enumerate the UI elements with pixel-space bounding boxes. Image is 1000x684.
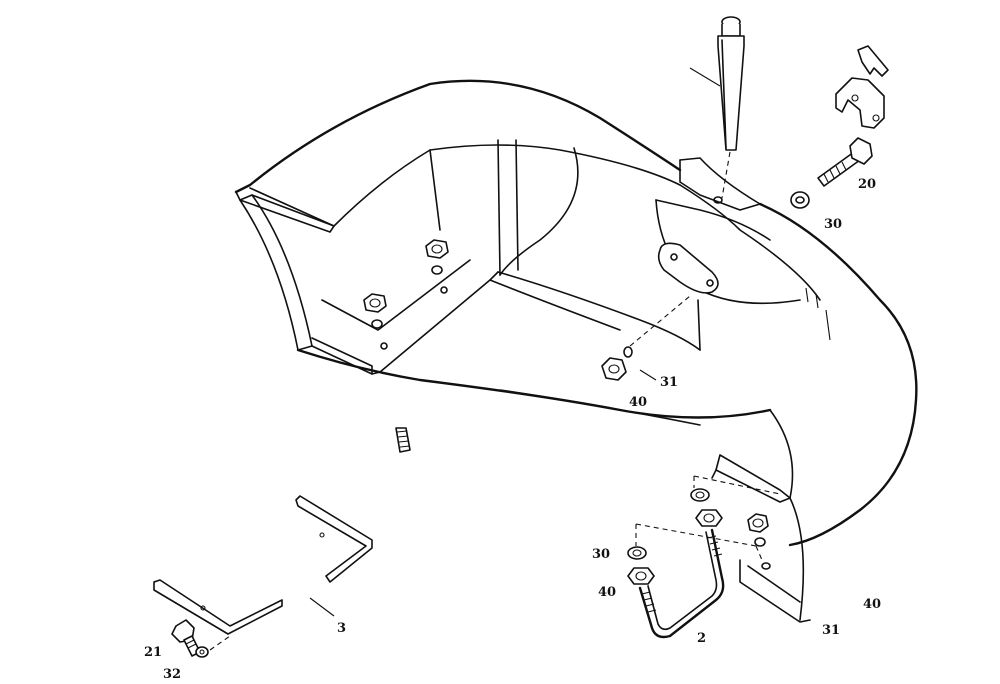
pin-part bbox=[689, 16, 745, 199]
label-31-center: 31 bbox=[660, 375, 678, 390]
washer-31-part bbox=[623, 346, 633, 358]
u-bolt-2 bbox=[638, 528, 725, 639]
label-40-center: 40 bbox=[629, 395, 647, 410]
stud-part bbox=[395, 427, 411, 453]
label-2: 2 bbox=[697, 631, 706, 646]
label-30-left: 30 bbox=[592, 547, 610, 562]
u-bolt-nut-right bbox=[695, 509, 723, 527]
bracket-plate-3 bbox=[153, 495, 373, 635]
label-31-bottom: 31 bbox=[822, 623, 840, 638]
label-32: 32 bbox=[163, 667, 181, 682]
hook-bracket-part bbox=[835, 45, 889, 129]
label-40-left: 40 bbox=[598, 585, 616, 600]
washer-32-part bbox=[195, 646, 209, 658]
ballast-weight-body bbox=[234, 79, 918, 623]
hex-nut-icon bbox=[747, 513, 769, 533]
hex-nut-icon bbox=[363, 293, 387, 313]
hex-nut-icon bbox=[425, 239, 449, 259]
callout-labels: 20 30 31 40 30 40 2 31 40 3 21 32 bbox=[144, 177, 881, 682]
u-bolt-washer-right bbox=[690, 488, 710, 502]
u-bolt-washer-left bbox=[627, 546, 647, 560]
label-40-right: 40 bbox=[863, 597, 881, 612]
u-bolt-nut-left bbox=[627, 567, 655, 585]
bolt-20-part bbox=[817, 137, 873, 187]
label-3: 3 bbox=[337, 621, 346, 636]
nut-40-part bbox=[601, 357, 627, 381]
label-20: 20 bbox=[858, 177, 876, 192]
label-21: 21 bbox=[144, 645, 162, 660]
label-30-top: 30 bbox=[824, 217, 842, 232]
washer-30-part bbox=[790, 191, 810, 209]
